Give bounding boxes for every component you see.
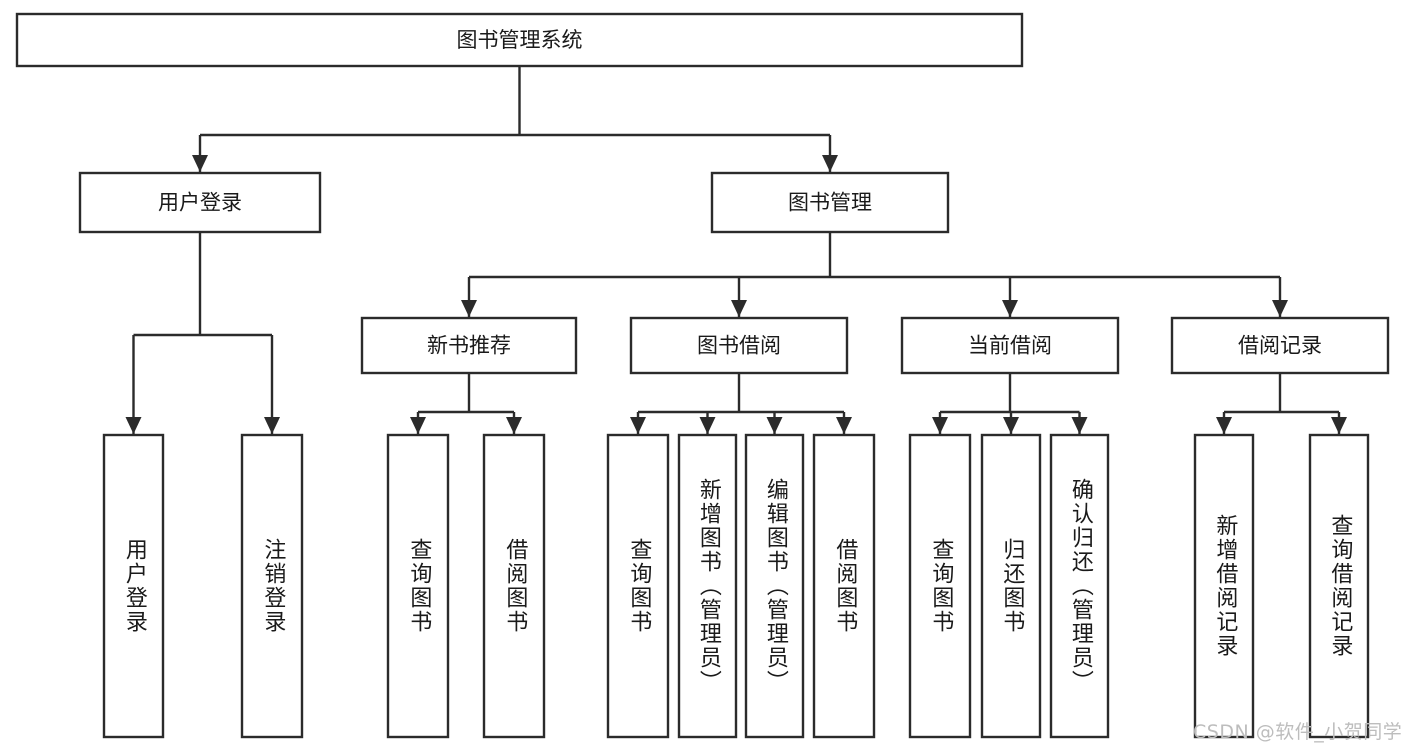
node-box-level2-1[interactable] xyxy=(710,171,950,234)
node-box-leaf-0[interactable] xyxy=(102,433,165,739)
node-box-level3-0[interactable] xyxy=(360,316,578,375)
arrow-head-icon-leaf-0-1 xyxy=(264,417,280,434)
node-label-level3-3: 借阅记录 xyxy=(1238,334,1322,358)
node-label-root: 图书管理系统 xyxy=(457,28,583,52)
node-box-level3-3[interactable] xyxy=(1170,316,1390,375)
arrow-head-icon-leaf-1-0 xyxy=(410,417,426,434)
node-label-level3-1: 图书借阅 xyxy=(697,334,781,358)
node-box-leaf-10[interactable] xyxy=(1049,433,1110,739)
node-box-leaf-2[interactable] xyxy=(386,433,450,739)
arrow-head-icon-level3-1 xyxy=(731,300,747,317)
arrow-head-icon-leaf-4-1 xyxy=(1331,417,1347,434)
node-box-root[interactable] xyxy=(15,12,1024,68)
node-box-leaf-7[interactable] xyxy=(812,433,876,739)
node-box-leaf-5[interactable] xyxy=(677,433,738,739)
arrow-head-icon-level2-1 xyxy=(822,155,838,172)
node-box-leaf-1[interactable] xyxy=(240,433,304,739)
arrow-head-icon-leaf-0-0 xyxy=(125,417,142,434)
arrow-head-icon-leaf-1-1 xyxy=(506,417,522,434)
node-box-leaf-11[interactable] xyxy=(1193,433,1255,739)
arrow-head-icon-leaf-4-0 xyxy=(1216,417,1232,434)
node-label-level3-2: 当前借阅 xyxy=(968,334,1052,358)
arrow-head-icon-leaf-2-3 xyxy=(836,417,852,434)
node-label-level2-0: 用户登录 xyxy=(158,191,242,215)
node-label-level2-1: 图书管理 xyxy=(788,191,872,215)
watermark-text: CSDN @软件_小贺同学 xyxy=(1193,721,1403,743)
node-box-leaf-8[interactable] xyxy=(908,433,972,739)
arrow-head-icon-leaf-3-0 xyxy=(932,417,948,434)
node-box-leaf-6[interactable] xyxy=(744,433,805,739)
node-box-level3-2[interactable] xyxy=(900,316,1120,375)
arrow-head-icon-leaf-2-1 xyxy=(699,417,716,434)
node-box-level3-1[interactable] xyxy=(629,316,849,375)
arrow-head-icon-leaf-3-1 xyxy=(1003,417,1019,434)
arrow-head-icon-leaf-3-2 xyxy=(1071,417,1088,434)
node-box-leaf-3[interactable] xyxy=(482,433,546,739)
node-box-leaf-9[interactable] xyxy=(980,433,1042,739)
arrow-head-icon-level3-3 xyxy=(1272,300,1288,317)
arrow-head-icon-level3-0 xyxy=(461,300,477,317)
node-box-group xyxy=(15,12,1390,739)
node-box-level2-0[interactable] xyxy=(78,171,322,234)
arrow-head-icon-leaf-2-2 xyxy=(766,417,783,434)
arrow-head-icon-level2-0 xyxy=(192,155,208,172)
node-box-leaf-12[interactable] xyxy=(1308,433,1370,739)
connector-group xyxy=(125,66,1347,434)
arrow-head-icon-level3-2 xyxy=(1002,300,1018,317)
arrow-head-icon-leaf-2-0 xyxy=(630,417,646,434)
node-label-level3-0: 新书推荐 xyxy=(427,334,511,358)
node-box-leaf-4[interactable] xyxy=(606,433,670,739)
